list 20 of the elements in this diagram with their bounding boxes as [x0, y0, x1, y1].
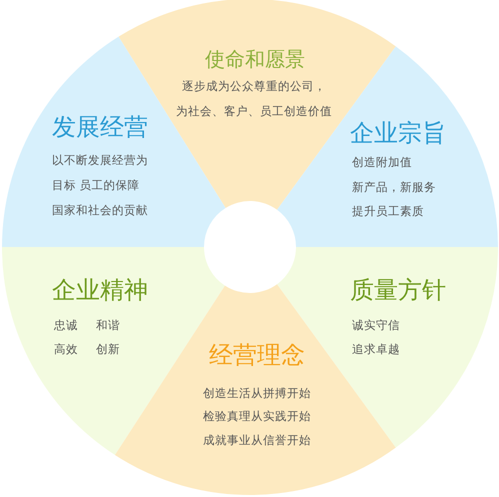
segment-text: 追求卓越 — [352, 340, 400, 358]
segment-heading: 企业精神 — [52, 276, 148, 304]
segment-text: 创造附加值 — [352, 154, 412, 170]
segment-heading: 质量方针 — [350, 276, 446, 304]
segment-text: 提升员工素质 — [352, 202, 424, 220]
segment-text: 新产品，新服务 — [352, 178, 436, 196]
segment-text: 逐步成为公众尊重的公司，为社会、客户、员工创造价值 — [175, 78, 333, 120]
segment-text: 创新 — [96, 340, 120, 358]
segment-text: 诚实守信 — [352, 316, 400, 334]
segment-text: 成就事业从信誉开始 — [203, 432, 311, 448]
segment-text: 以不断发展经营为目标 员工的保障国家和社会的贡献 — [52, 152, 149, 218]
segment-text: 创造生活从拼搏开始 — [203, 384, 311, 402]
segment-text: 忠诚 — [54, 316, 78, 334]
segment-text: 高效 — [54, 340, 78, 358]
segment-text: 和谐 — [96, 316, 120, 334]
segment-text: 检验真理从实践开始 — [203, 408, 311, 424]
segment-heading: 企业宗旨 — [350, 119, 446, 147]
segment-heading: 使命和愿景 — [204, 48, 306, 73]
segment-heading: 经营理念 — [208, 341, 306, 369]
segment-heading: 发展经营 — [52, 113, 148, 141]
